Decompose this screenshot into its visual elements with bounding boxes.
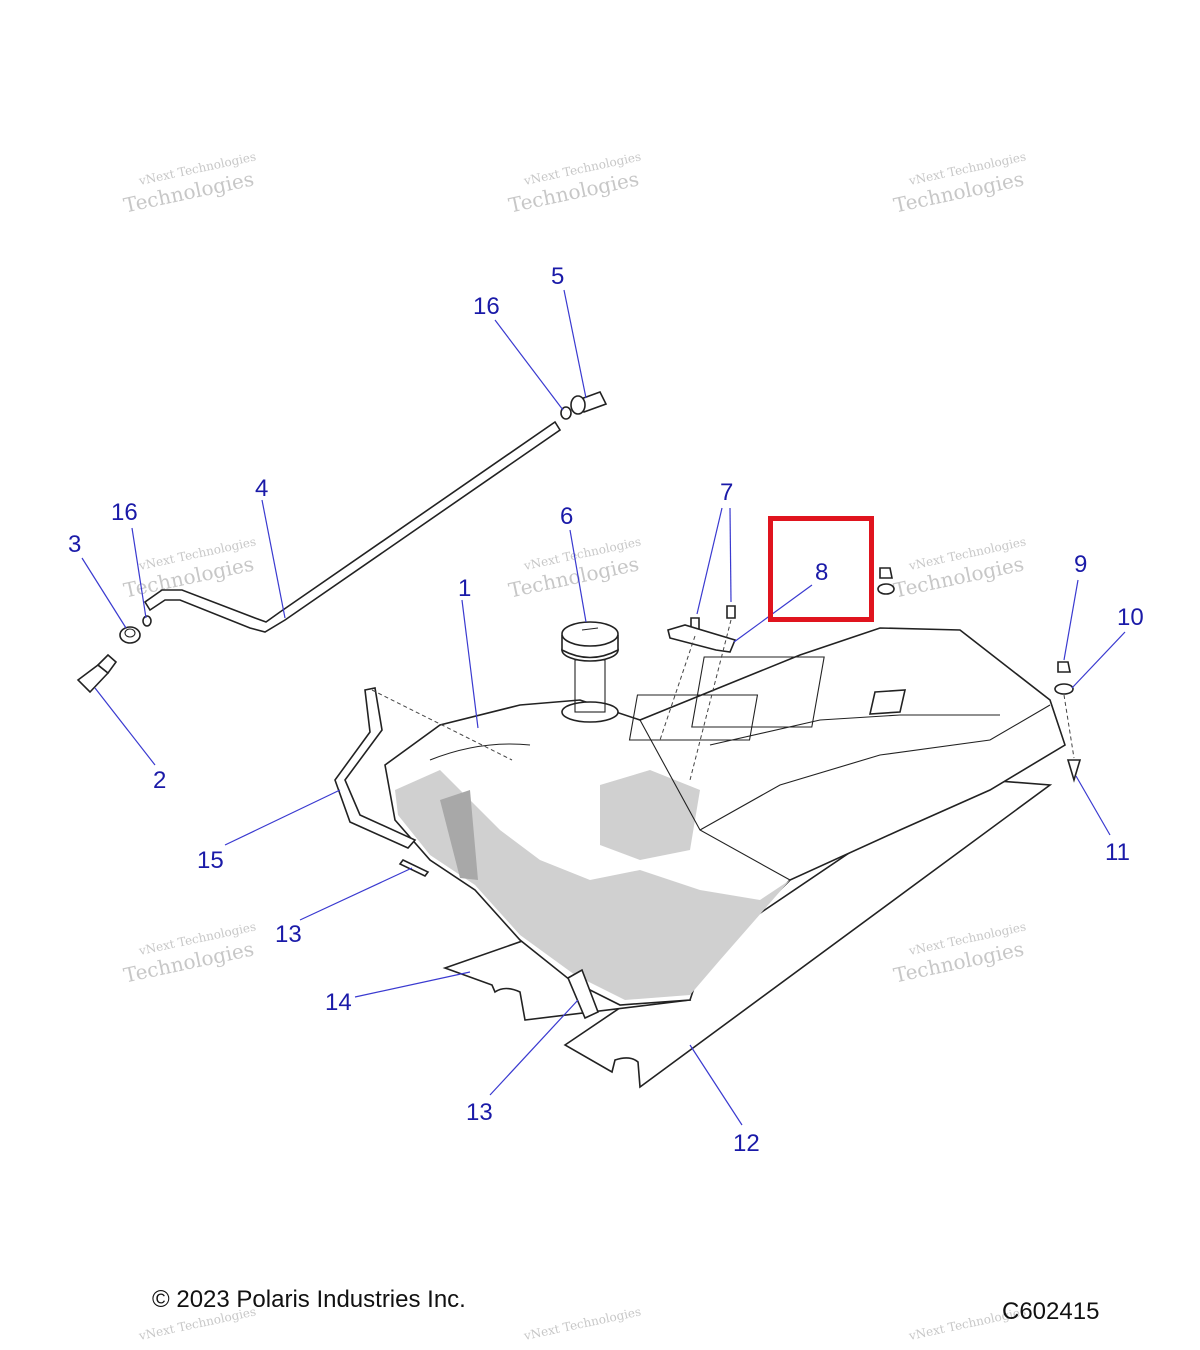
tank-bracket[interactable] [667, 624, 737, 653]
callout-15[interactable]: 15 [197, 847, 224, 874]
watermark: vNext Technologies Technologies [506, 534, 642, 602]
callout-14[interactable]: 14 [325, 989, 352, 1016]
leader-lines [81, 289, 1126, 1126]
mount-bolt[interactable] [1066, 759, 1082, 783]
watermark: vNext Technologies Technologies [506, 149, 642, 217]
clip[interactable] [398, 858, 430, 878]
callout-16[interactable]: 16 [473, 293, 500, 320]
callout-6[interactable]: 6 [560, 503, 573, 530]
callout-1[interactable]: 1 [458, 575, 471, 602]
overflow-hose[interactable] [334, 687, 417, 849]
bolt[interactable] [726, 605, 736, 619]
washer[interactable] [1054, 683, 1074, 695]
vent-fitting[interactable] [570, 391, 608, 415]
watermark: vNext Technologies Technologies [121, 149, 257, 217]
callouts: 1 2 3 4 5 6 7 8 9 10 11 12 13 13 14 15 1… [68, 263, 1144, 1157]
watermark: vNext Technologies Technologies [891, 149, 1027, 217]
valve-fitting[interactable] [76, 653, 118, 694]
callout-9[interactable]: 9 [1074, 551, 1087, 578]
callout-10[interactable]: 10 [1117, 604, 1144, 631]
callout-13[interactable]: 13 [466, 1099, 493, 1126]
grommet[interactable] [119, 626, 141, 644]
watermark: vNext Technologies Technologies [891, 534, 1027, 602]
callout-8[interactable]: 8 [815, 559, 828, 586]
watermark: vNext Technologies [522, 1304, 642, 1343]
vent-tube[interactable] [143, 420, 562, 633]
callout-3[interactable]: 3 [68, 531, 81, 558]
highlight-box [768, 516, 874, 622]
watermark-line1: vNext Technologies [522, 1304, 642, 1343]
copyright-text: © 2023 Polaris Industries Inc. [152, 1286, 466, 1313]
callout-7[interactable]: 7 [720, 479, 733, 506]
callout-5[interactable]: 5 [551, 263, 564, 290]
callout-2[interactable]: 2 [153, 767, 166, 794]
fuel-tank[interactable] [384, 627, 1066, 1006]
hose-clamp-lower[interactable] [142, 615, 152, 627]
callout-13[interactable]: 13 [275, 921, 302, 948]
hose-clamp-upper[interactable] [560, 406, 572, 420]
nut-upper[interactable] [877, 567, 895, 595]
watermark: vNext Technologies Technologies [891, 919, 1027, 987]
nut[interactable] [1057, 661, 1071, 673]
callout-12[interactable]: 12 [733, 1130, 760, 1157]
watermark: vNext Technologies Technologies [121, 534, 257, 602]
watermark: vNext Technologies Technologies [121, 919, 257, 987]
heat-shield-large[interactable] [563, 777, 1053, 1089]
callout-4[interactable]: 4 [255, 475, 268, 502]
fuel-cap[interactable] [561, 621, 619, 662]
diagram-id: C602415 [1002, 1298, 1100, 1325]
clip[interactable] [566, 968, 600, 1020]
assembly-lines [371, 619, 1075, 781]
callout-11[interactable]: 11 [1105, 839, 1130, 866]
callout-16[interactable]: 16 [111, 499, 138, 526]
